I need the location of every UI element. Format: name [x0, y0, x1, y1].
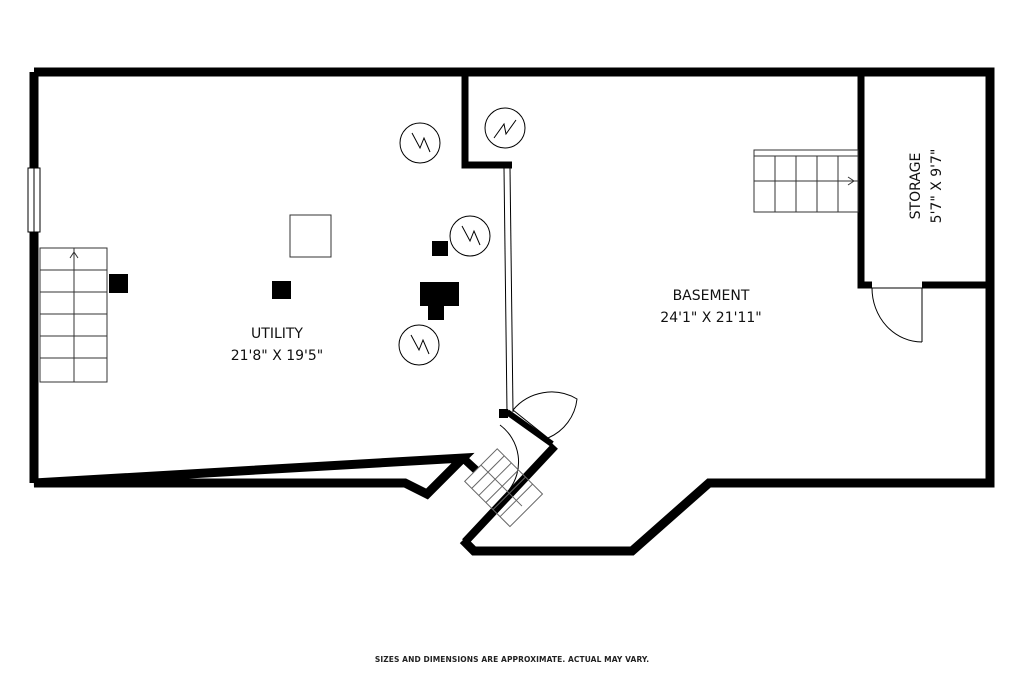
disclaimer-text: SIZES AND DIMENSIONS ARE APPROXIMATE. AC…	[375, 655, 649, 664]
partition-wall	[461, 72, 512, 169]
stairs-icon-basement	[753, 149, 859, 213]
water-heater-icon	[484, 107, 526, 149]
stairs-icon-utility	[39, 247, 108, 383]
column-post	[109, 274, 128, 293]
door-swing-icon	[871, 287, 923, 343]
window-icon	[27, 167, 41, 233]
storage-wall	[857, 72, 990, 289]
stair-door-swing-icon	[499, 391, 578, 491]
furnace-icon	[420, 282, 459, 320]
storage-dimensions: 5'7" X 9'7"	[929, 149, 945, 224]
utility-sink-icon	[289, 214, 332, 258]
partition-thin-wall	[503, 167, 508, 413]
water-heater-icon	[449, 215, 491, 257]
basement-name: BASEMENT	[673, 288, 750, 304]
utility-dimensions: 21'8" X 19'5"	[231, 348, 324, 364]
column-post	[432, 241, 448, 256]
water-heater-icon	[399, 122, 441, 164]
column-post	[272, 281, 291, 299]
storage-name: STORAGE	[908, 153, 924, 220]
partition-post	[499, 409, 508, 418]
utility-name: UTILITY	[251, 326, 303, 342]
water-heater-icon	[398, 324, 440, 366]
basement-dimensions: 24'1" X 21'11"	[660, 310, 761, 326]
stairs-icon-stairwell	[463, 448, 544, 528]
